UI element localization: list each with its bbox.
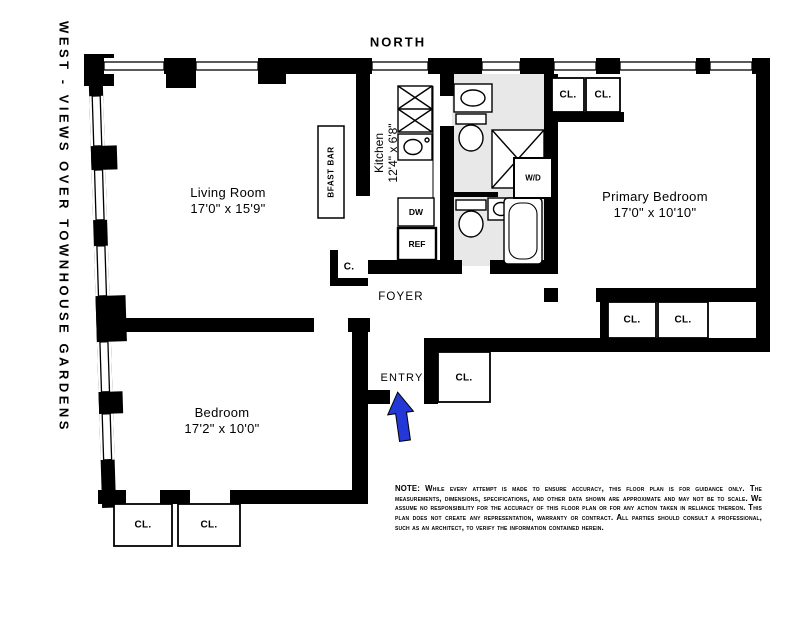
refrigerator-label: REF [408,239,426,249]
north-wall-windows [103,58,753,74]
living-room-label: Living Room 17'0" x 15'9" [190,185,266,217]
primary-bedroom-name: Primary Bedroom [602,189,708,204]
bedroom-dims: 17'2" x 10'0" [184,421,260,436]
kitchen-label: Kitchen 12'4" x 6'8" [372,123,400,182]
breakfast-bar-label: BFAST BAR [326,146,336,198]
entry-arrow-icon [386,391,415,443]
toilet-icon-upper [455,113,487,152]
bedroom-label: Bedroom 17'2" x 10'0" [184,405,259,437]
dishwasher-label: DW [408,207,424,217]
bedroom-closet-left-box [113,503,173,547]
closet-boxes [113,77,709,547]
living-room-dims: 17'0" x 15'9" [190,201,266,216]
vanity-sink-icon [453,83,493,113]
toilet-icon-lower [455,199,487,238]
primary-closet-left-label: CL. [559,89,577,101]
walls [84,54,770,504]
living-room-name: Living Room [190,185,266,200]
disclaimer-note: NOTE: While every attempt is made to ens… [395,484,762,533]
primary-bedroom-dims: 17'0" x 10'10" [613,205,697,220]
foyer-label: FOYER [378,291,424,303]
door-openings [126,318,348,504]
stove-icon [397,85,433,133]
kitchen-dims: 12'4" x 6'8" [386,123,400,183]
west-wall-windows [89,95,115,461]
entry-closet-label: CL. [455,372,473,384]
primary-closet-left-box [551,77,585,113]
primary-closet-right-box [585,77,621,113]
kitchen-name: Kitchen [372,132,386,174]
west-wall [88,57,127,508]
disclaimer-label: NOTE: [395,484,421,493]
west-label: WEST - VIEWS OVER TOWNHOUSE GARDENS [56,21,72,433]
washer-dryer-box [513,157,553,199]
kitchen-sink-icon [397,133,433,161]
foyer-closet-label: C. [343,261,355,273]
bedroom-name: Bedroom [194,405,250,420]
breakfast-bar-box [317,125,345,219]
north-label: NORTH [369,34,427,50]
entry-closet-box [437,351,491,403]
refrigerator-box [396,226,438,262]
dishwasher-box [397,197,435,227]
bathroom-fixtures [452,83,553,265]
primary-bedroom-label: Primary Bedroom 17'0" x 10'10" [602,189,708,221]
hall-closet-right-label: CL. [674,314,692,326]
bedroom-closet-left-label: CL. [134,519,152,531]
bedroom-closet-right-label: CL. [200,519,218,531]
bath-divider-wall [452,192,498,197]
disclaimer-text: While every attempt is made to ensure ac… [395,484,762,532]
hall-closet-left-label: CL. [623,314,641,326]
primary-closet-right-label: CL. [594,89,612,101]
kitchen-fixtures [396,85,438,262]
bedroom-closet-right-box [177,503,241,547]
bathtub-icon [503,197,543,265]
entry-label: ENTRY [380,372,424,384]
washer-dryer-label: W/D [525,173,541,183]
hall-closet-right-box [657,301,709,339]
hall-closet-left-box [607,301,657,339]
